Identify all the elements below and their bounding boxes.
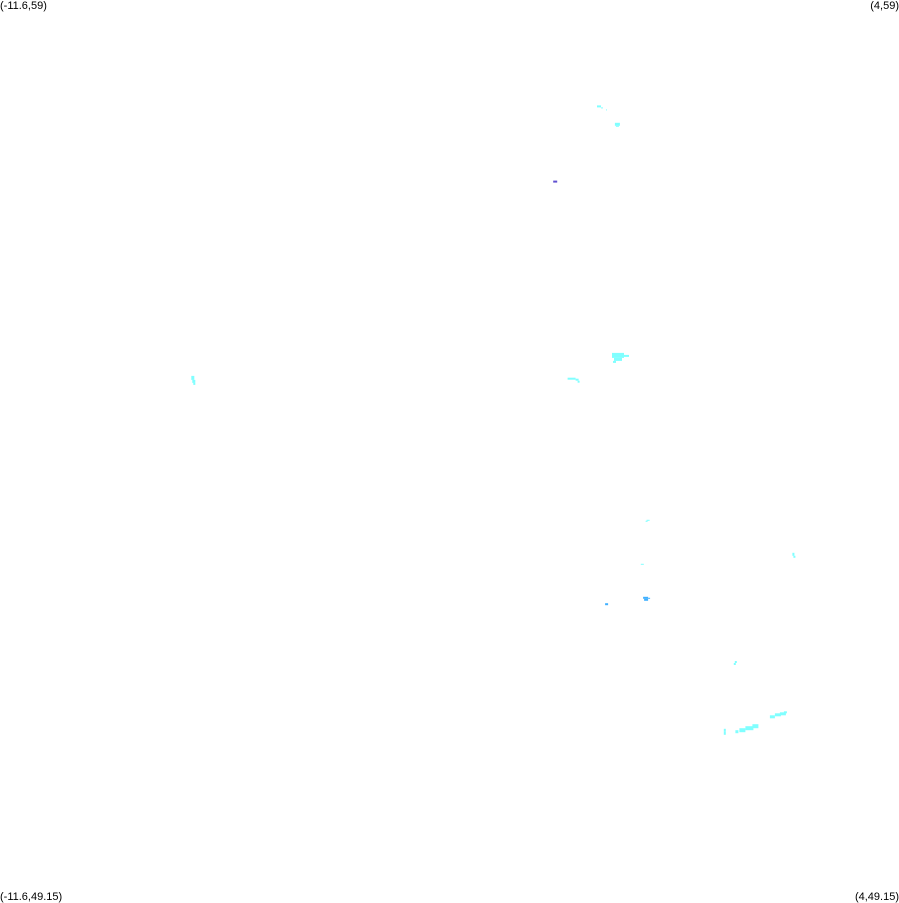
map-feature-part (567, 377, 576, 380)
map-feature-part (779, 712, 786, 716)
corner-label-top-left: (-11.6,59) (0, 0, 47, 12)
map-feature-south-streak-a (769, 711, 787, 719)
map-feature-part (648, 597, 651, 599)
map-feature-part (752, 724, 759, 729)
map-feature-east-spot-a (645, 519, 650, 522)
map-feature-part (723, 728, 726, 732)
map-feature-part (553, 180, 558, 183)
map-feature-part (739, 728, 746, 733)
map-feature-part (192, 379, 196, 383)
feature-layer (191, 105, 796, 735)
map-feature-part (613, 360, 616, 363)
map-feature-far-west-spot (191, 375, 196, 385)
corner-label-bottom-right: (4,49.15) (854, 891, 899, 903)
map-feature-part (615, 125, 619, 127)
map-feature-part (734, 661, 737, 663)
map-feature-part (643, 596, 649, 599)
map-feature-part (612, 352, 624, 358)
map-feature-part (191, 375, 195, 380)
map-feature-east-spot-f (733, 661, 737, 665)
map-feature-part (614, 357, 622, 361)
map-feature-part (793, 555, 796, 558)
map-feature-central-blob (612, 352, 629, 363)
map-feature-part (605, 603, 609, 606)
corner-label-top-right: (4,59) (870, 0, 899, 12)
map-feature-south-streak-c (723, 728, 726, 735)
map-feature-part (646, 519, 650, 521)
map-feature-east-spot-b (792, 552, 796, 558)
map-feature-part (774, 713, 781, 717)
corner-label-bottom-left: (-11.6,49.15) (0, 891, 63, 903)
map-feature-part (735, 730, 739, 734)
map-feature-part (723, 731, 726, 735)
map-feature-north-cluster-a (597, 105, 607, 111)
map-feature-north-cluster-b (614, 122, 620, 127)
map-feature-part (792, 552, 795, 556)
map-feature-part (640, 563, 644, 565)
map-feature-part (597, 105, 601, 108)
map-feature-part (575, 378, 579, 381)
map-feature-east-spot-d (643, 596, 651, 601)
map-feature-part (644, 598, 649, 601)
map-feature-part (645, 520, 648, 522)
map-feature-part (783, 711, 787, 714)
map-feature-part (614, 122, 620, 126)
map-feature-north-dot (553, 180, 558, 183)
map-feature-south-streak-b (735, 724, 759, 734)
map-feature-central-west-streak (567, 377, 580, 383)
map-feature-part (769, 715, 775, 719)
map-feature-part (624, 354, 629, 357)
map-feature-part (601, 107, 603, 109)
map-feature-part (745, 726, 754, 731)
map-feature-east-spot-c (640, 563, 644, 565)
map-feature-part (193, 382, 196, 385)
map-feature-part (733, 663, 736, 665)
map-feature-part (606, 109, 607, 111)
map-feature-east-spot-e (605, 603, 609, 606)
map-feature-part (577, 380, 580, 383)
